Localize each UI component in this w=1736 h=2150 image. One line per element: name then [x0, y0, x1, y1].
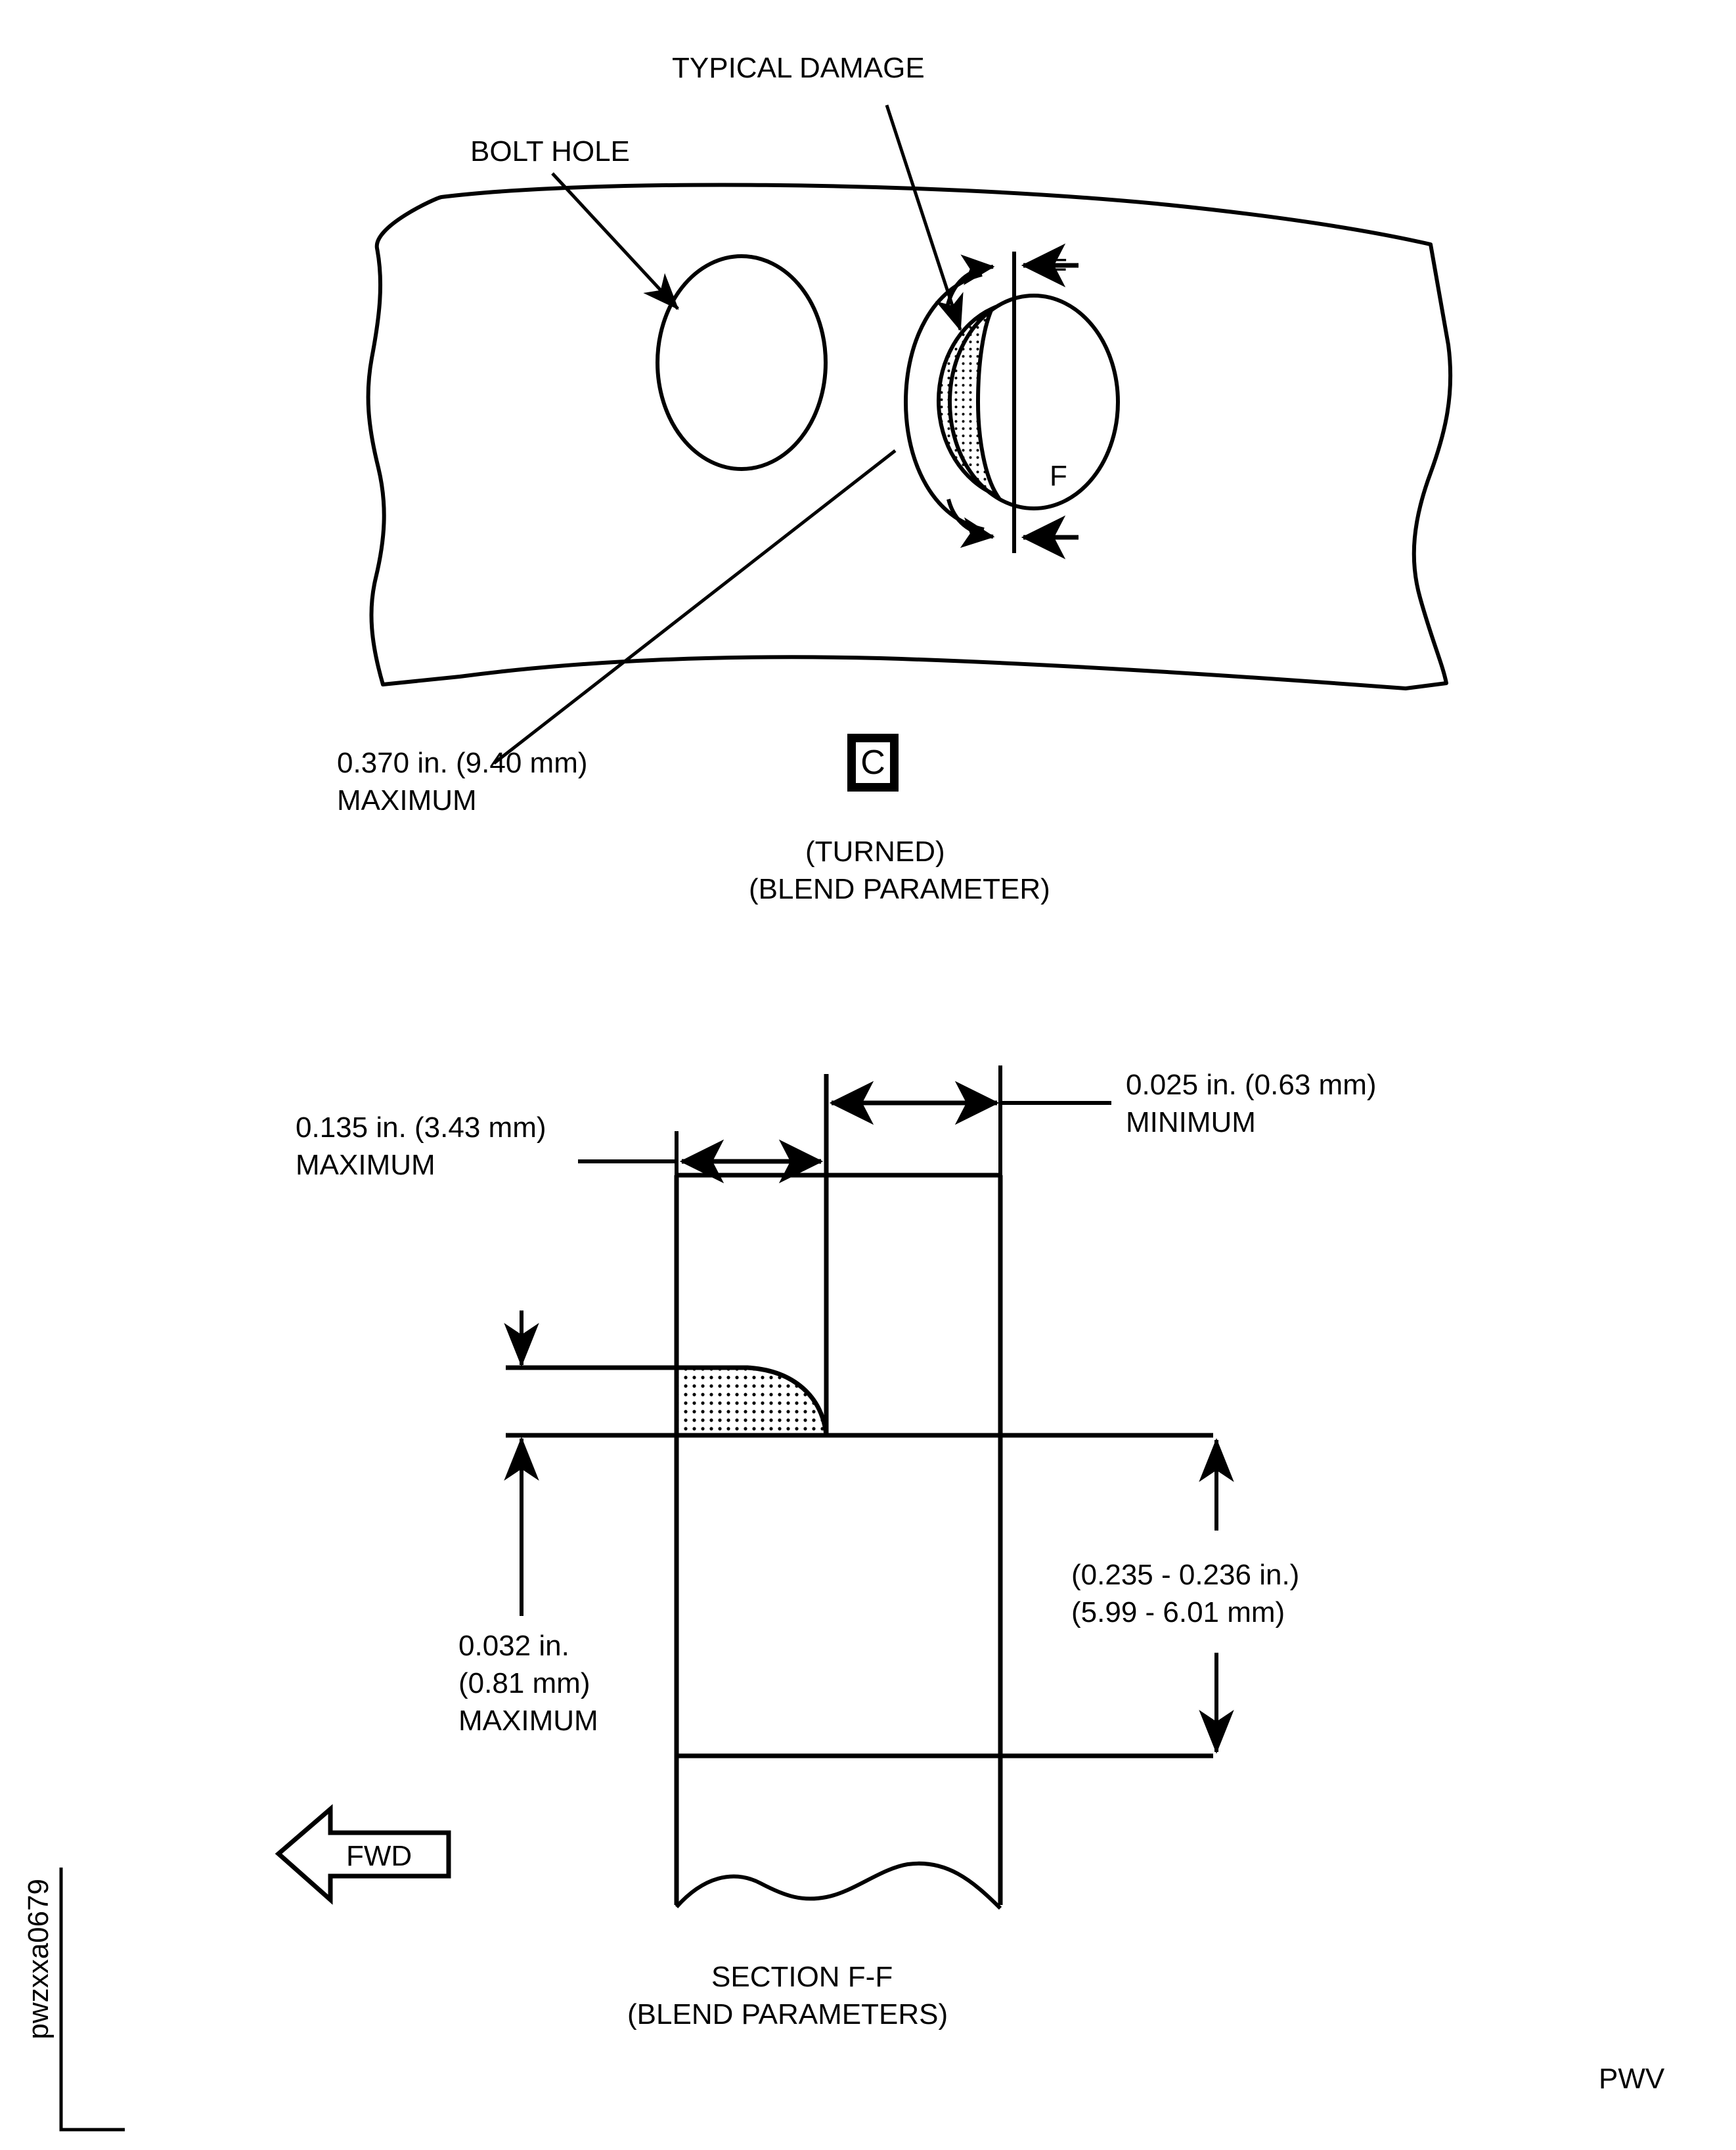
typical-damage-leader [885, 104, 964, 332]
section-break-line [675, 1861, 1002, 1910]
bolt-hole-leader [551, 172, 679, 310]
dim-hole-depth-in: (0.235 - 0.236 in.) [1071, 1559, 1300, 1591]
dim-032-value-mm: (0.81 mm) [458, 1667, 590, 1699]
blend-fillet-region [674, 1365, 829, 1438]
section-subtitle: (BLEND PARAMETERS) [627, 1998, 948, 2030]
figure-corner-code: PWV [1599, 2063, 1665, 2095]
bolt-hole-undamaged [656, 254, 828, 471]
max-dimension-leader [493, 449, 897, 765]
section-view-geometry [506, 1074, 1213, 1910]
dim-025-value: 0.025 in. (0.63 mm) [1126, 1069, 1377, 1101]
dim-032-qualifier: MAXIMUM [458, 1705, 598, 1737]
bolt-hole-label: BOLT HOLE [470, 135, 630, 168]
fwd-arrow-label: FWD [346, 1840, 412, 1872]
dim-135-value: 0.135 in. (3.43 mm) [296, 1111, 546, 1144]
figure-id-corner-bracket [59, 1868, 125, 2132]
blend-symbol-turned-label: (TURNED) [805, 836, 945, 868]
blend-parameter-symbol-box: C [847, 734, 899, 792]
typical-damage-label: TYPICAL DAMAGE [672, 52, 925, 84]
top-view-max-dimension-value: 0.370 in. (9.40 mm) [337, 747, 588, 779]
bolt-hole-damaged [948, 294, 1120, 510]
blend-parameter-letter: C [860, 744, 885, 782]
figure-id-vertical: pwzxxa0679 [22, 1879, 55, 2040]
bolt-hole-damaged-group [903, 273, 1120, 531]
dim-135-qualifier: MAXIMUM [296, 1149, 435, 1181]
section-leader-bottom [946, 499, 995, 549]
section-title: SECTION F-F [711, 1961, 893, 1993]
section-arrow-top-letter: F [1050, 253, 1067, 285]
blend-symbol-parameter-label: (BLEND PARAMETER) [749, 873, 1050, 905]
fwd-arrow-shape [275, 1804, 451, 1905]
top-view-max-dimension-qualifier: MAXIMUM [337, 784, 477, 817]
dim-032-value: 0.032 in. [458, 1630, 569, 1662]
typical-damage-region [936, 305, 1002, 500]
dim-025-qualifier: MINIMUM [1126, 1106, 1256, 1138]
section-arrow-bottom-letter: F [1050, 460, 1067, 492]
dim-hole-depth-mm: (5.99 - 6.01 mm) [1071, 1596, 1285, 1628]
